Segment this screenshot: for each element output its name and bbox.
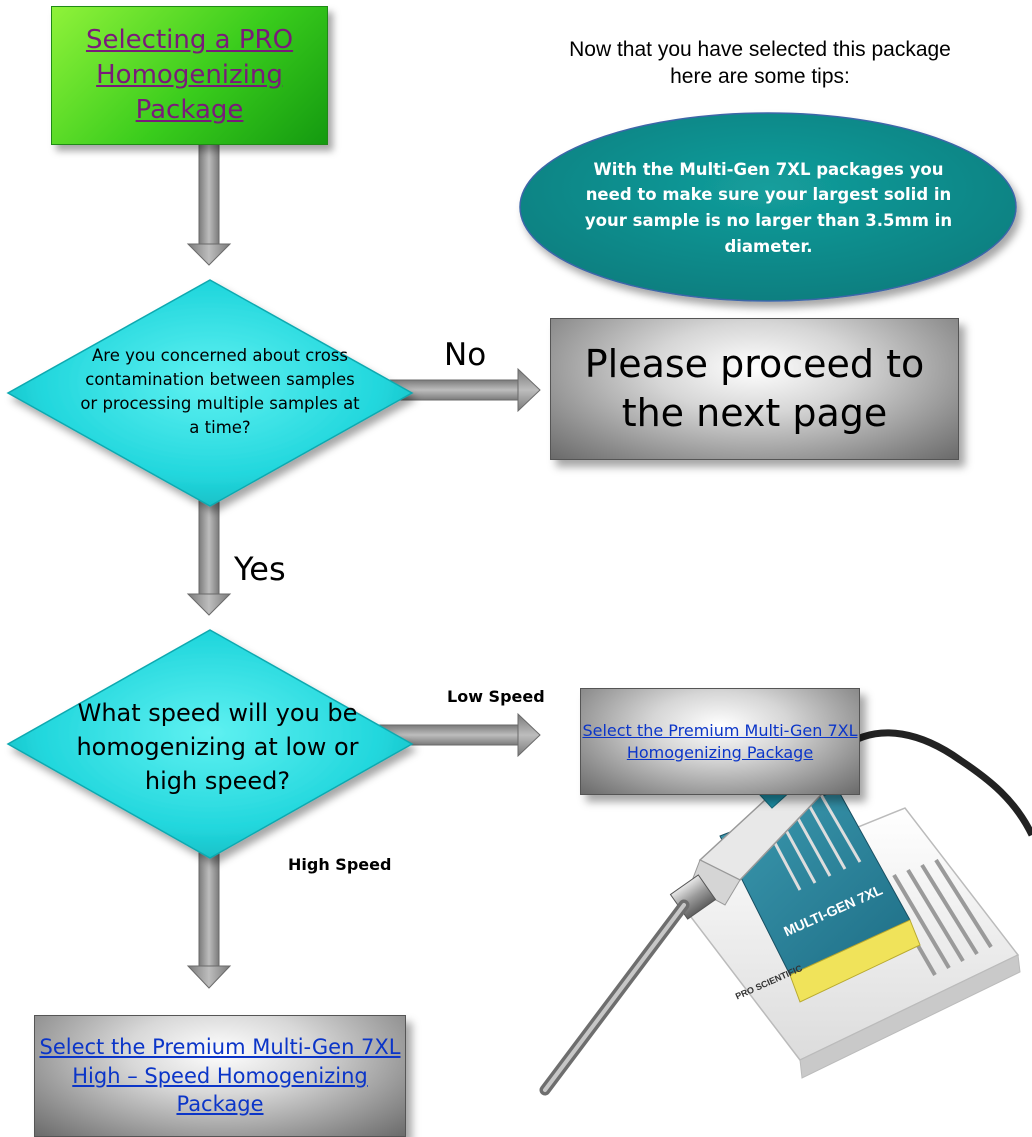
arrow-down-1 xyxy=(186,141,232,266)
proceed-label: Please proceed to the next page xyxy=(584,341,925,435)
tips-ellipse: With the Multi-Gen 7XL packages you need… xyxy=(520,112,1017,304)
low-speed-label: Low Speed xyxy=(447,687,545,706)
low-speed-result-link[interactable]: Select the Premium Multi-Gen 7XL Homogen… xyxy=(582,720,858,762)
yes-label: Yes xyxy=(234,550,286,588)
high-speed-label: High Speed xyxy=(288,855,392,874)
proceed-box: Please proceed to the next page xyxy=(550,318,959,460)
no-label: No xyxy=(444,337,487,373)
decision-2-question: What speed will you be homogenizing at l… xyxy=(76,699,359,796)
decision-diamond-2 xyxy=(6,629,414,859)
tips-body: With the Multi-Gen 7XL packages you need… xyxy=(584,159,953,256)
decision-1-question: Are you concerned about cross contaminat… xyxy=(80,346,360,437)
arrow-down-high xyxy=(186,849,232,989)
high-speed-result-link[interactable]: Select the Premium Multi-Gen 7XL High – … xyxy=(39,1034,401,1117)
arrow-down-yes xyxy=(186,494,232,616)
decision-diamond-1 xyxy=(6,279,414,507)
high-speed-result-box[interactable]: Select the Premium Multi-Gen 7XL High – … xyxy=(34,1015,406,1137)
low-speed-result-box[interactable]: Select the Premium Multi-Gen 7XL Homogen… xyxy=(580,688,860,795)
tips-ellipse-shape xyxy=(519,112,1017,302)
tips-title: Now that you have selected this package … xyxy=(569,38,951,89)
start-link[interactable]: Selecting a PRO Homogenizing Package xyxy=(85,24,294,126)
start-box[interactable]: Selecting a PRO Homogenizing Package xyxy=(51,6,328,145)
